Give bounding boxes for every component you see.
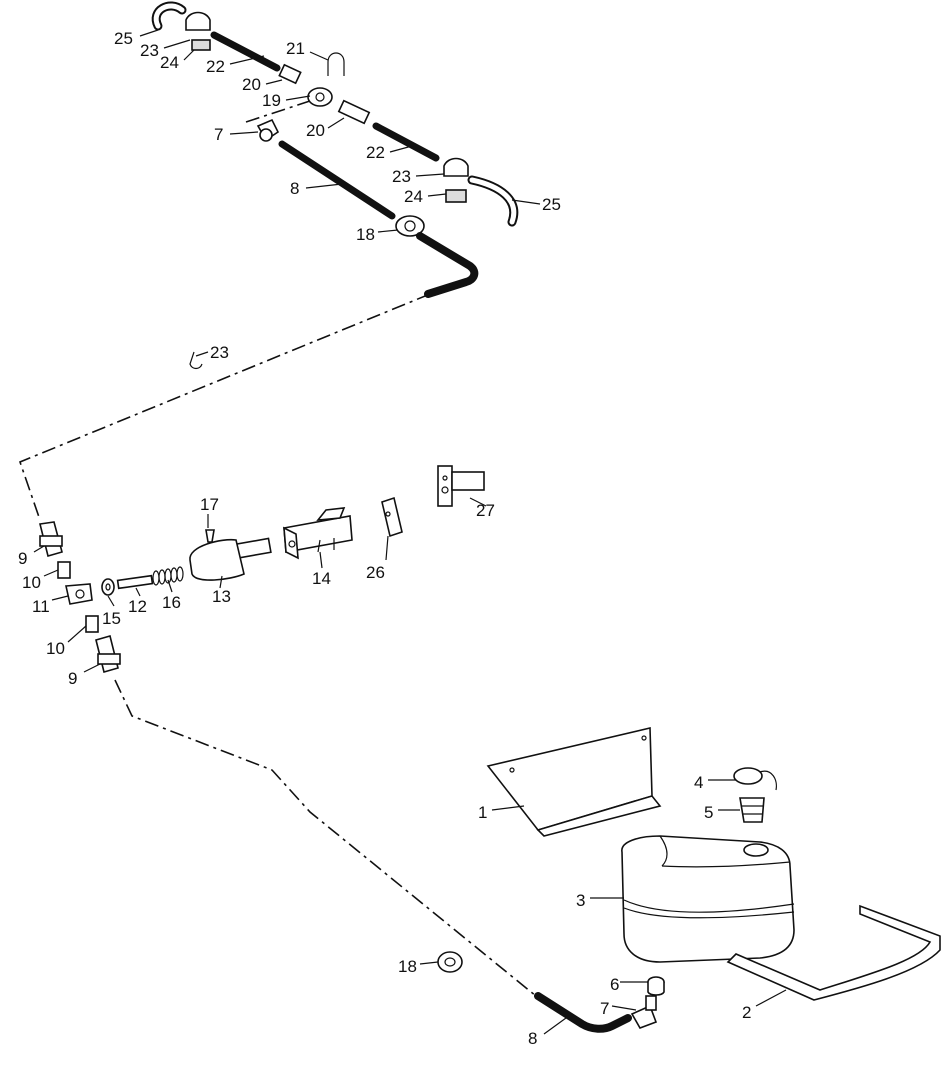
clamp-base-24-top: [191, 39, 211, 51]
leader-lines: [33, 29, 787, 1035]
callout-6: 6: [610, 975, 619, 994]
callout-8-top: 8: [290, 179, 299, 198]
bracket-27: [437, 465, 485, 507]
spring-16: [152, 566, 184, 586]
callout-18-top: 18: [356, 225, 375, 244]
tube-22-upper: [210, 31, 281, 72]
callout-11: 11: [32, 597, 50, 616]
tube-8-top: [278, 140, 396, 220]
callout-24-top: 24: [160, 53, 179, 72]
tee-11: [65, 583, 93, 605]
callout-12: 12: [128, 597, 147, 616]
strainer-5: [739, 797, 765, 823]
washer-15: [101, 578, 115, 596]
callout-25-right: 25: [542, 195, 561, 214]
strap-2: [726, 904, 941, 1001]
callout-21: 21: [286, 39, 305, 58]
clamp-base-24-right: [445, 189, 467, 203]
callout-23-right: 23: [392, 167, 411, 186]
callout-2: 2: [742, 1003, 751, 1022]
clip-23-middle: [189, 351, 203, 370]
callout-23-middle: 23: [210, 343, 229, 362]
callout-27: 27: [476, 501, 495, 520]
grommet-6: [647, 976, 665, 996]
routing-line-top: [245, 99, 314, 123]
callout-18-lower: 18: [398, 957, 417, 976]
cap-4: [733, 767, 777, 791]
clamp-18-top: [395, 215, 425, 237]
elbow-fitting-7-lower: [630, 995, 658, 1029]
routing-line-upper: [18, 293, 431, 521]
callout-24-right: 24: [404, 187, 423, 206]
callout-9-upper: 9: [18, 549, 27, 568]
callout-25-top: 25: [114, 29, 133, 48]
tube-8-bend: [416, 232, 479, 298]
callout-4: 4: [694, 773, 703, 792]
pin-12: [116, 574, 154, 590]
callout-14: 14: [312, 569, 331, 588]
callout-26: 26: [366, 563, 385, 582]
pin-17: [205, 529, 215, 543]
clip-21: [327, 52, 345, 76]
clamp-23-right: [443, 157, 469, 177]
callout-19: 19: [262, 91, 281, 110]
callout-8-lower: 8: [528, 1029, 537, 1048]
tee-19: [307, 87, 333, 107]
tube-8-lower: [534, 992, 632, 1033]
callout-20-left: 20: [242, 75, 261, 94]
callout-3: 3: [576, 891, 585, 910]
callout-7-lower: 7: [600, 999, 609, 1018]
callout-1: 1: [478, 803, 487, 822]
callout-7-top: 7: [214, 125, 223, 144]
plate-26: [381, 496, 403, 538]
callout-16: 16: [162, 593, 181, 612]
tube-22-right: [372, 122, 440, 162]
callout-10-upper: 10: [22, 573, 41, 592]
callout-22-upper: 22: [206, 57, 225, 76]
cover-plate-1: [486, 726, 662, 837]
bracket-14: [283, 507, 353, 560]
fitting-20-right: [337, 99, 371, 125]
oil-tank-3: [621, 835, 795, 963]
clamp-18-lower: [437, 951, 463, 973]
callout-22-right: 22: [366, 143, 385, 162]
callout-10-lower: 10: [46, 639, 65, 658]
callout-13: 13: [212, 587, 231, 606]
callout-5: 5: [704, 803, 713, 822]
callout-20-right: 20: [306, 121, 325, 140]
callout-17: 17: [200, 495, 219, 514]
callout-9-lower: 9: [68, 669, 77, 688]
callout-23-top: 23: [140, 41, 159, 60]
handle-13: [189, 537, 272, 581]
fitting-10-upper: [57, 561, 71, 579]
routing-line-lower: [114, 679, 537, 997]
clamp-23-top: [185, 11, 211, 31]
fitting-10-lower: [85, 615, 99, 633]
callout-15: 15: [102, 609, 121, 628]
fitting-20-left: [278, 63, 302, 85]
